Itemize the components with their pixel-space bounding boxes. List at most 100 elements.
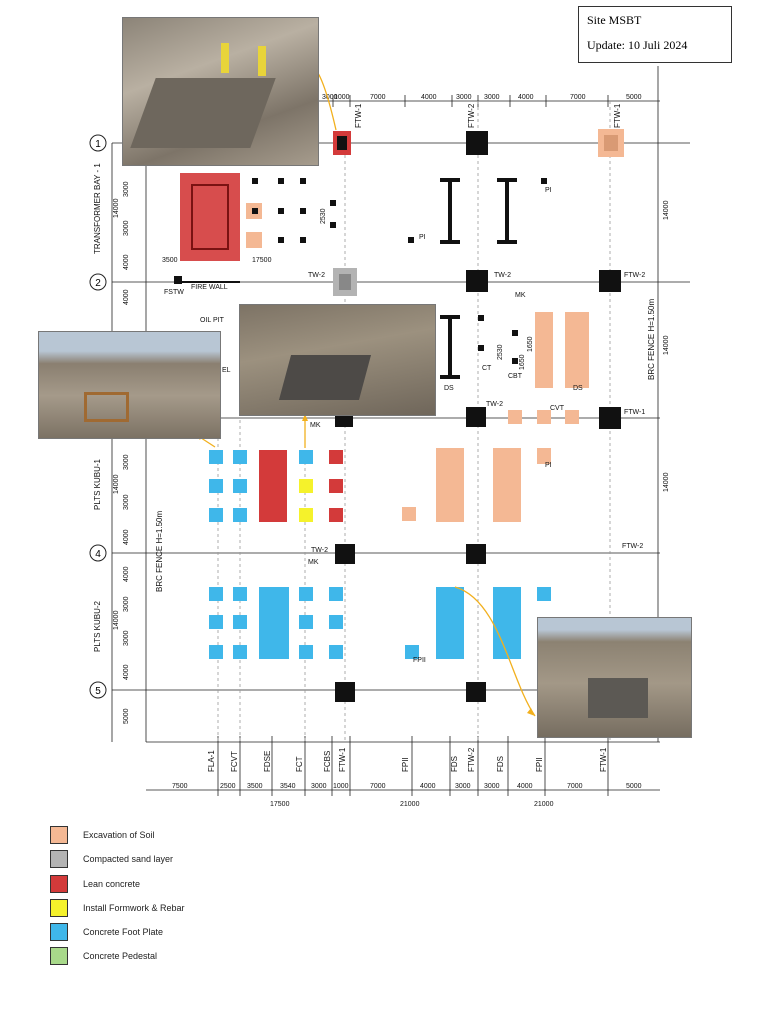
- label-mk-2: MK: [310, 422, 321, 429]
- legend-swatch-foot-plate: [50, 923, 68, 941]
- grid-bubble-4: 4: [95, 549, 101, 560]
- bottom-foundation-labels: FLA-1 FCVT FDSE FCT FCBS FTW-1 FPII FDS …: [207, 747, 608, 772]
- top-dim-6: 3000: [484, 94, 500, 101]
- left-dimensions: 3000 14000 3000 4000 4000 3000 14000 300…: [113, 181, 130, 724]
- label-cvt: CVT: [550, 405, 565, 412]
- label-pi-2: PI: [545, 187, 552, 194]
- label-dim-17500: 17500: [252, 257, 272, 264]
- label-cbt: CBT: [508, 373, 523, 380]
- footing-tower: [466, 407, 486, 427]
- tower-label-4: TW-2: [308, 272, 325, 279]
- tower-labels: FTW-1 FTW-2 FTW-1 TW-2 TW-2 FTW-2 TW-2 F…: [308, 103, 645, 554]
- fence-label-left: BRC FENCE H=1.50m: [155, 511, 164, 592]
- label-mk-3: MK: [308, 559, 319, 566]
- footing-tower: [335, 544, 355, 564]
- ds-structures: [174, 178, 547, 379]
- tower-label-10: FTW-2: [622, 543, 643, 550]
- label-dim-3500: 3500: [162, 257, 178, 264]
- bottom-total-1: 17500: [270, 801, 290, 808]
- site-photo-kubu-formwork: [38, 331, 221, 439]
- bottom-dim-12: 7000: [567, 783, 583, 790]
- site-photo-kubu2-concrete: [537, 617, 692, 738]
- label-ds-2: DS: [573, 385, 583, 392]
- site-name: Site MSBT: [587, 13, 642, 27]
- bottom-label-fla-1: FLA-1: [207, 750, 216, 772]
- label-oil-pit: OIL PIT: [200, 317, 225, 324]
- label-fpii: FPII: [413, 657, 426, 664]
- footing-tower: [466, 544, 486, 564]
- top-dim-3: 7000: [370, 94, 386, 101]
- site-photo-foot-plate-rebar: [239, 304, 436, 416]
- left-dim-5: 4000: [123, 289, 130, 305]
- label-fstw: FSTW: [164, 289, 184, 296]
- top-dim-2: 1000: [334, 94, 350, 101]
- label-pi-3: PI: [545, 462, 552, 469]
- bottom-dim-2: 2500: [220, 783, 236, 790]
- tower-label-3: FTW-1: [613, 103, 622, 128]
- footing-tower: [599, 407, 621, 429]
- bottom-label-fcvt: FCVT: [230, 751, 239, 772]
- excavation-areas: [402, 312, 589, 522]
- footing-tower: [335, 682, 355, 702]
- label-fire-wall: FIRE WALL: [191, 284, 228, 291]
- bottom-label-fpii-b: FPII: [535, 757, 544, 772]
- left-dim-11: 3000: [123, 596, 130, 612]
- legend-label-compacted-sand: Compacted sand layer: [83, 854, 174, 864]
- bottom-dim-8: 4000: [420, 783, 436, 790]
- legend-label-lean-concrete: Lean concrete: [83, 879, 141, 889]
- label-dim-1650-b: 1650: [527, 336, 534, 352]
- left-dim-9: 4000: [123, 529, 130, 545]
- label-ds-1: DS: [444, 385, 454, 392]
- legend-swatch-formwork: [50, 899, 68, 917]
- zone-label-plts-kubu-2: PLTS KUBU-2: [93, 600, 102, 652]
- left-dim-15: 5000: [123, 708, 130, 724]
- top-dim-7: 4000: [518, 94, 534, 101]
- footing-tower: [466, 682, 486, 702]
- site-photo-transformer-excavation: [122, 17, 319, 166]
- footing-tower: [466, 131, 488, 155]
- tower-label-5: TW-2: [494, 272, 511, 279]
- left-dim-14: 4000: [123, 664, 130, 680]
- tower-label-7: TW-2: [486, 401, 503, 408]
- legend-label-pedestal: Concrete Pedestal: [83, 951, 158, 961]
- bottom-dim-4: 3540: [280, 783, 296, 790]
- bottom-dim-6: 1000: [333, 783, 349, 790]
- bottom-dimensions: 7500 2500 3500 3540 3000 1000 7000 4000 …: [172, 783, 642, 808]
- grid-bubble-5: 5: [95, 686, 101, 697]
- left-dim-10: 4000: [123, 566, 130, 582]
- tower-label-8: FTW-1: [624, 409, 645, 416]
- legend-label-excavation: Excavation of Soil: [83, 830, 155, 840]
- bottom-label-fcbs: FCBS: [323, 751, 332, 772]
- tower-label-2: FTW-2: [467, 103, 476, 128]
- bottom-total-2: 21000: [400, 801, 420, 808]
- legend-swatch-lean-concrete: [50, 875, 68, 893]
- left-dim-3: 3000: [123, 220, 130, 236]
- label-pi-1: PI: [419, 234, 426, 241]
- bottom-dim-3: 3500: [247, 783, 263, 790]
- site-title-box: Site MSBT Update: 10 Juli 2024: [578, 6, 732, 63]
- left-dim-6: 3000: [123, 454, 130, 470]
- label-dim-1650-a: 1650: [519, 354, 526, 370]
- bottom-dim-10: 3000: [484, 783, 500, 790]
- legend-label-formwork: Install Formwork & Rebar: [83, 903, 185, 913]
- misc-labels: FIRE WALL FSTW OIL PIT EL MK MK MK PI PI…: [162, 187, 583, 664]
- grid-bubble-1: 1: [95, 139, 101, 150]
- zone-label-transformer-bay: TRANSFORMER BAY - 1: [93, 163, 102, 254]
- tower-label-9: TW-2: [311, 547, 328, 554]
- bottom-label-fpii-a: FPII: [401, 757, 410, 772]
- label-ct: CT: [482, 365, 492, 372]
- bottom-label-ftw-1a: FTW-1: [338, 747, 347, 772]
- right-dim-3: 14000: [663, 472, 670, 492]
- left-dim-4: 4000: [123, 254, 130, 270]
- bottom-label-fds-b: FDS: [496, 756, 505, 772]
- top-dim-9: 5000: [626, 94, 642, 101]
- legend-swatch-pedestal: [50, 947, 68, 965]
- formwork-areas: [299, 479, 313, 522]
- legend-swatch-excavation: [50, 826, 68, 844]
- grid-bubbles: 1 2 4 5: [89, 134, 107, 699]
- left-dim-7: 14000: [113, 474, 120, 494]
- legend-swatch-compacted-sand: [50, 850, 68, 868]
- fence-label-right: BRC FENCE H=1.50m: [647, 299, 656, 380]
- top-dim-1: 3000: [322, 94, 338, 101]
- transformer-lean-concrete: [180, 173, 240, 261]
